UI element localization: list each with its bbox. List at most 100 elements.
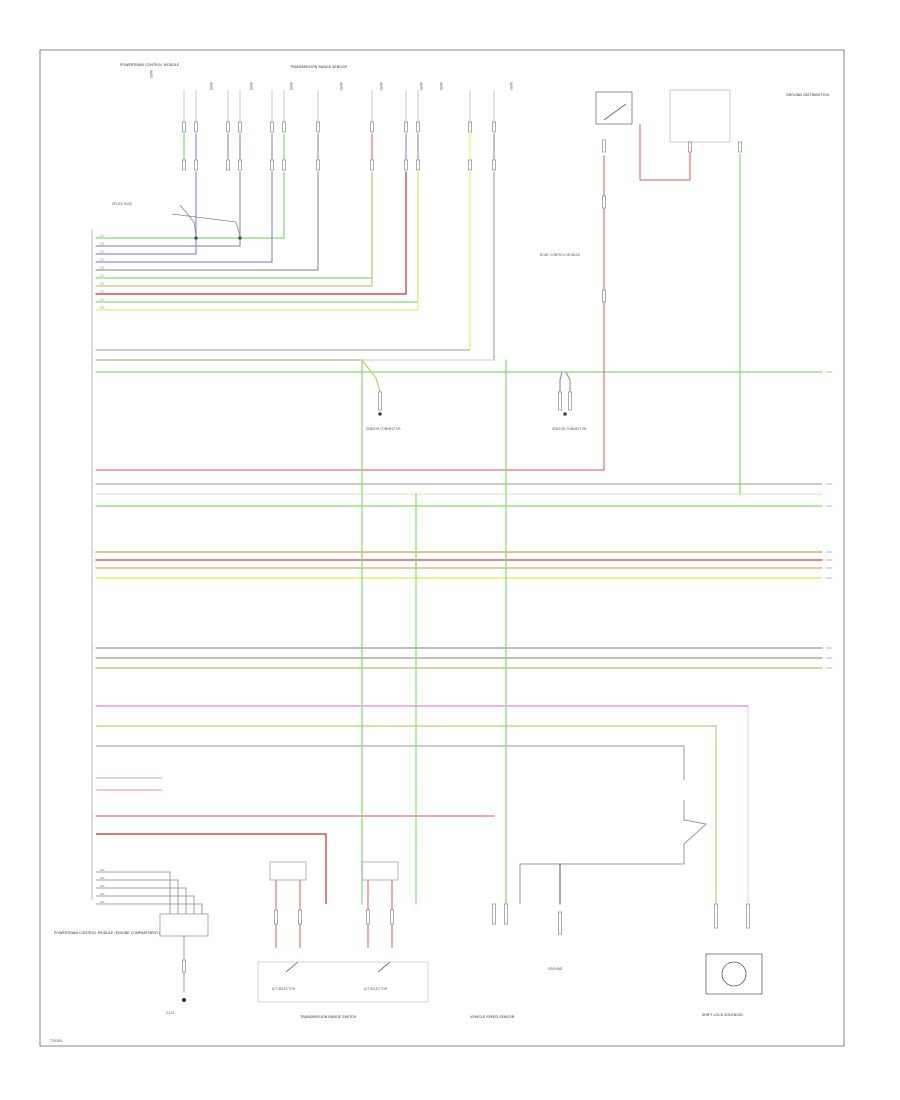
- sensor-left-label: SENSOR CONNECTOR: [366, 427, 401, 431]
- gray-wire: [96, 745, 685, 780]
- pcm-pin-wire: [96, 887, 187, 914]
- top-label: WIRE: [209, 82, 213, 90]
- motor-connector: [746, 903, 750, 929]
- relay-contact: [603, 103, 627, 121]
- top-connector: [316, 159, 320, 171]
- pcm-pin-wire: [96, 903, 203, 914]
- pin-label: C1-: [100, 290, 105, 294]
- relay-feed: [639, 124, 691, 181]
- pcm-pin-wire: [96, 895, 195, 914]
- tan-wire: [96, 725, 717, 904]
- selector-b-contact: [377, 961, 391, 973]
- selector-a-contact: [285, 961, 299, 973]
- top-connector: [182, 121, 186, 133]
- pin-label: C1-: [100, 306, 105, 310]
- fuse-connector: [688, 141, 692, 153]
- vss-connector: [504, 903, 508, 925]
- top-connector: [370, 121, 374, 133]
- pin-label: C1-: [100, 266, 105, 270]
- sensor-connector: [378, 391, 382, 411]
- top-connector: [182, 159, 186, 171]
- top-connector: [270, 159, 274, 171]
- relay-connector: [602, 289, 606, 303]
- top-connector: [404, 159, 408, 171]
- dkred-wire: [96, 833, 327, 904]
- top-connector: [468, 121, 472, 133]
- top-right-caption: GROUND DISTRIBUTION: [786, 93, 829, 97]
- motor-box: [705, 953, 763, 995]
- top-connector: [468, 159, 472, 171]
- top-connector: [270, 121, 274, 133]
- pin-label: C1-: [100, 298, 105, 302]
- selector-a-connector: [274, 909, 278, 925]
- selector-b-label: A/T SELECTOR: [364, 987, 388, 991]
- sensor-dot: [378, 412, 382, 416]
- pcm-bottom-connector: [159, 913, 209, 937]
- pcm-pin-wire: [96, 871, 171, 914]
- splice-dot: [194, 236, 198, 240]
- vss-label: VEHICLE SPEED SENSOR: [470, 1015, 515, 1019]
- top-label: WIRE: [149, 70, 153, 78]
- trans-switch-box: [257, 961, 429, 1003]
- splice-lead: [171, 213, 241, 237]
- sensor-lead: [565, 371, 571, 392]
- top-connector: [194, 121, 198, 133]
- sensor-lead: [559, 371, 563, 392]
- top-connector: [316, 121, 320, 133]
- top-connector: [282, 121, 286, 133]
- top-connector: [238, 159, 242, 171]
- top-mid-caption: TRANSMISSION RANGE SENSOR: [289, 65, 347, 69]
- trans-switch-label: TRANSMISSION RANGE SWITCH: [299, 1015, 357, 1019]
- relay-label: BODY CONTROL MODULE: [540, 253, 580, 257]
- selector-a-box: [269, 861, 307, 881]
- top-connector: [492, 121, 496, 133]
- splice-lead: [179, 204, 197, 237]
- pin-label: C2-: [100, 892, 105, 896]
- top-connector: [404, 121, 408, 133]
- motor-label: SHIFT LOCK SOLENOID: [702, 1013, 743, 1017]
- top-label: WIRE: [439, 82, 443, 90]
- top-label: WIRE: [379, 82, 383, 90]
- top-label: WIRE: [509, 82, 513, 90]
- top-label: WIRE: [339, 82, 343, 90]
- top-left-caption: POWERTRAIN CONTROL MODULE: [120, 63, 180, 67]
- pin-label: C1-: [100, 258, 105, 262]
- motor-connector: [714, 903, 718, 929]
- vss-connector: [492, 903, 496, 925]
- pin-label: C1-: [100, 242, 105, 246]
- sensor-lead: [361, 359, 381, 393]
- selector-b-box: [361, 861, 399, 881]
- diagram-border: [39, 49, 845, 1047]
- top-label: WIRE: [249, 82, 253, 90]
- figure-code: T20385: [49, 1039, 62, 1043]
- sensor-dot: [563, 412, 567, 416]
- top-label: WIRE: [289, 82, 293, 90]
- sensor-connector: [558, 391, 562, 411]
- pin-label: C1-: [100, 234, 105, 238]
- ground-label: GROUND: [548, 967, 563, 971]
- pin-label: C2-: [100, 868, 105, 872]
- motor-symbol: [721, 961, 747, 987]
- pin-label: C1-: [100, 250, 105, 254]
- relay-box: [595, 91, 633, 125]
- top-connector: [416, 121, 420, 133]
- gray-loop: [519, 800, 707, 904]
- top-connector: [226, 121, 230, 133]
- selector-b-connector: [366, 909, 370, 925]
- top-connector: [194, 159, 198, 171]
- pcm-pin-wire: [96, 879, 179, 914]
- selector-a-connector: [298, 909, 302, 925]
- pin-label: C2-: [100, 900, 105, 904]
- top-connector: [492, 159, 496, 171]
- sensor-connector: [568, 391, 572, 411]
- pin-label: C2-: [100, 876, 105, 880]
- pin-label: C2-: [100, 884, 105, 888]
- ground-dot: [182, 998, 186, 1002]
- relay-connector: [602, 195, 606, 209]
- pin-label: C1-: [100, 282, 105, 286]
- top-connector: [416, 159, 420, 171]
- relay-connector: [602, 139, 606, 153]
- top-connector: [370, 159, 374, 171]
- selector-b-connector: [390, 909, 394, 925]
